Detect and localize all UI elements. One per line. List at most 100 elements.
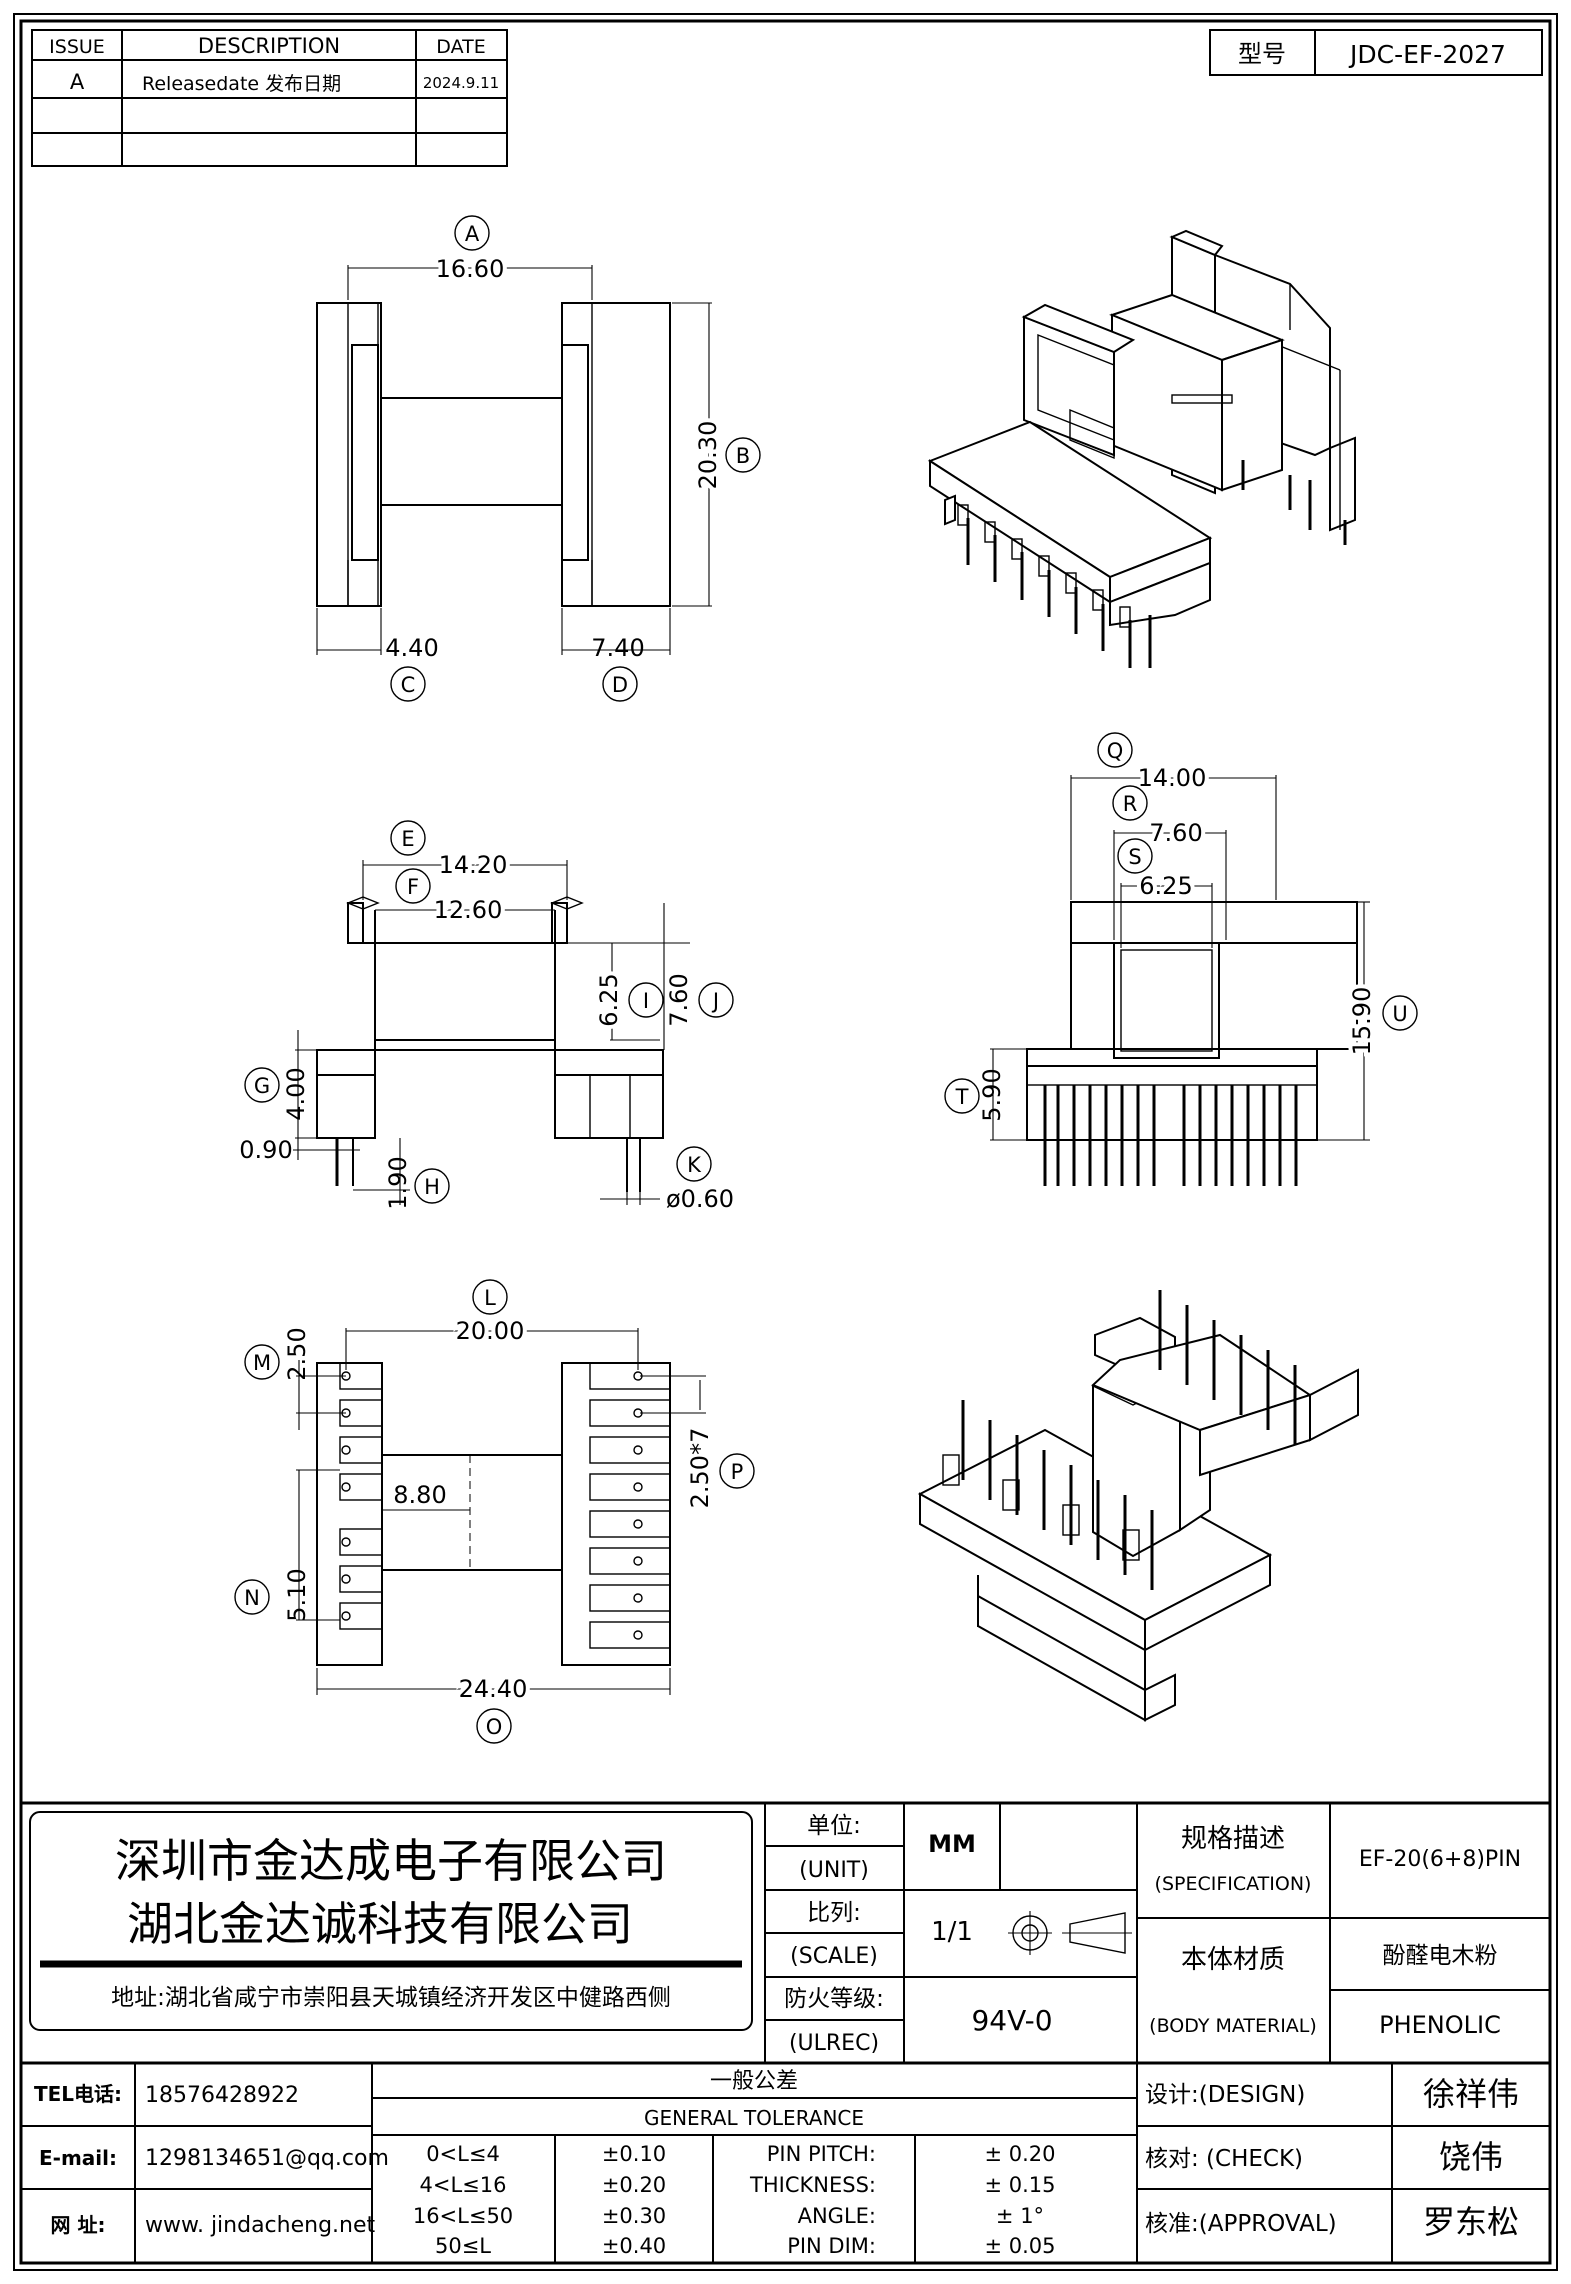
dim-label-i: I — [643, 989, 649, 1013]
dim-label-r: R — [1123, 792, 1138, 816]
approval-role: 核准:(APPROVAL) — [1145, 2211, 1337, 2237]
design-name: 徐祥伟 — [1423, 2075, 1519, 2113]
tol-special-value-4: ± 0.05 — [984, 2234, 1055, 2258]
dim-a: 16.60 — [436, 255, 505, 283]
check-name: 饶伟 — [1439, 2138, 1503, 2176]
dim-u: 15.90 — [1348, 987, 1376, 1056]
spec-value: EF-20(6+8)PIN — [1359, 1847, 1521, 1872]
title-block: 深圳市金达成电子有限公司 湖北金达诚科技有限公司 地址:湖北省咸宁市崇阳县天城镇… — [21, 1801, 1550, 2263]
dim-c: 4.40 — [385, 634, 438, 662]
tolerance-title-cn: 一般公差 — [710, 2069, 798, 2094]
tol-value-2: ±0.20 — [602, 2173, 666, 2197]
approval-name: 罗东松 — [1423, 2203, 1519, 2241]
dim-label-m: M — [253, 1351, 271, 1375]
dim-label-s: S — [1128, 845, 1141, 869]
web-value: www. jindacheng.net — [145, 2213, 376, 2238]
dim-label-u: U — [1392, 1002, 1407, 1026]
dim-label-f: F — [407, 875, 419, 899]
rev-desc-a: Releasedate 发布日期 — [142, 73, 341, 95]
dim-label-q: Q — [1107, 739, 1124, 763]
company-name-1: 深圳市金达成电子有限公司 — [115, 1834, 667, 1888]
dim-q: 14.00 — [1138, 764, 1207, 792]
spec-label: 规格描述 — [1181, 1824, 1285, 1854]
email-label: E-mail: — [39, 2146, 117, 2170]
dim-s: 6.25 — [1139, 872, 1192, 900]
dim-n: 5.10 — [283, 1568, 311, 1621]
end-view: Q 14.00 R 7.60 S 6.25 15.90 U 5.90 T — [944, 732, 1418, 1186]
tel-label: TEL电话: — [34, 2082, 122, 2106]
dim-span: 8.80 — [393, 1481, 446, 1509]
material-label: 本体材质 — [1181, 1945, 1285, 1975]
dim-r: 7.60 — [1149, 819, 1202, 847]
revision-table: ISSUE DESCRIPTION DATE A Releasedate 发布日… — [31, 29, 508, 167]
dim-b: 20.30 — [694, 421, 722, 490]
dim-label-a: A — [465, 222, 480, 246]
bottom-view-right-slots — [589, 1362, 671, 1649]
tol-range-3: 16<L≤50 — [413, 2204, 513, 2228]
front-view: A 16.60 20.30 B 4.40 C 7.40 D — [316, 215, 761, 702]
tol-special-value-3: ± 1° — [996, 2204, 1044, 2228]
unit-value: MM — [928, 1830, 976, 1858]
dim-j: 7.60 — [665, 973, 693, 1026]
material-en: PHENOLIC — [1379, 2011, 1501, 2039]
scale-value: 1/1 — [931, 1917, 973, 1947]
dim-label-h: H — [424, 1175, 440, 1199]
dim-o: 24.40 — [459, 1675, 528, 1703]
tel-value: 18576428922 — [145, 2083, 299, 2108]
model-label: 型号 — [1238, 40, 1286, 68]
bottom-view-left-slots — [339, 1362, 383, 1630]
spec-label-en: (SPECIFICATION) — [1155, 1873, 1312, 1895]
dim-label-o: O — [486, 1715, 503, 1739]
dim-t: 5.90 — [978, 1068, 1006, 1121]
dim-f: 12.60 — [434, 896, 503, 924]
material-label-en: (BODY MATERIAL) — [1149, 2015, 1317, 2037]
projection-symbol — [1008, 1911, 1132, 1955]
dim-label-d: D — [612, 673, 628, 697]
dim-k: ø0.60 — [666, 1185, 734, 1213]
dim-p: 2.50*7 — [686, 1428, 714, 1509]
model-value: JDC-EF-2027 — [1348, 40, 1506, 69]
scale-label-en: (SCALE) — [790, 1944, 878, 1969]
bottom-view: L 20.00 M 2.50 N 5.10 8.80 24.40 O 2.50*… — [234, 1279, 755, 1744]
isometric-view-bottom — [917, 1290, 1359, 1722]
rev-date-a: 2024.9.11 — [423, 74, 499, 92]
dim-label-n: N — [244, 1586, 260, 1610]
fire-label: 防火等级: — [784, 1986, 884, 2012]
iso-bottom-pins — [961, 1290, 1297, 1590]
tol-value-3: ±0.30 — [602, 2204, 666, 2228]
email-value: 1298134651@qq.com — [145, 2146, 389, 2171]
tol-value-1: ±0.10 — [602, 2142, 666, 2166]
dim-g2: 0.90 — [239, 1136, 292, 1164]
fire-label-en: (ULREC) — [789, 2031, 879, 2056]
dim-g: 4.00 — [282, 1067, 310, 1120]
tol-special-3: ANGLE: — [798, 2204, 876, 2228]
tolerance-title-en: GENERAL TOLERANCE — [644, 2106, 864, 2130]
tol-special-value-2: ± 0.15 — [984, 2173, 1055, 2197]
dim-i: 6.25 — [595, 973, 623, 1026]
isometric-view-top — [927, 229, 1356, 668]
dim-label-t: T — [955, 1085, 969, 1109]
rev-header-description: DESCRIPTION — [198, 34, 340, 58]
dim-m: 2.50 — [283, 1327, 311, 1380]
dim-d: 7.40 — [591, 634, 644, 662]
dim-label-l: L — [484, 1286, 496, 1310]
unit-label-en: (UNIT) — [799, 1858, 869, 1883]
tol-special-2: THICKNESS: — [749, 2173, 876, 2197]
material-cn: 酚醛电木粉 — [1383, 1943, 1498, 1969]
dim-e: 14.20 — [439, 851, 508, 879]
tol-special-value-1: ± 0.20 — [984, 2142, 1055, 2166]
design-role: 设计:(DESIGN) — [1145, 2082, 1305, 2108]
tol-range-4: 50≤L — [435, 2234, 491, 2258]
dim-label-k: K — [687, 1153, 702, 1177]
rev-header-issue: ISSUE — [49, 36, 105, 58]
tol-special-4: PIN DIM: — [787, 2234, 876, 2258]
dim-label-c: C — [401, 673, 416, 697]
tol-range-1: 0<L≤4 — [426, 2142, 500, 2166]
dim-l: 20.00 — [456, 1317, 525, 1345]
unit-label: 单位: — [807, 1813, 861, 1839]
fire-value: 94V-0 — [971, 2004, 1052, 2037]
dim-label-p: P — [731, 1460, 744, 1484]
web-label: 网 址: — [51, 2213, 106, 2237]
check-role: 核对: (CHECK) — [1145, 2146, 1303, 2172]
